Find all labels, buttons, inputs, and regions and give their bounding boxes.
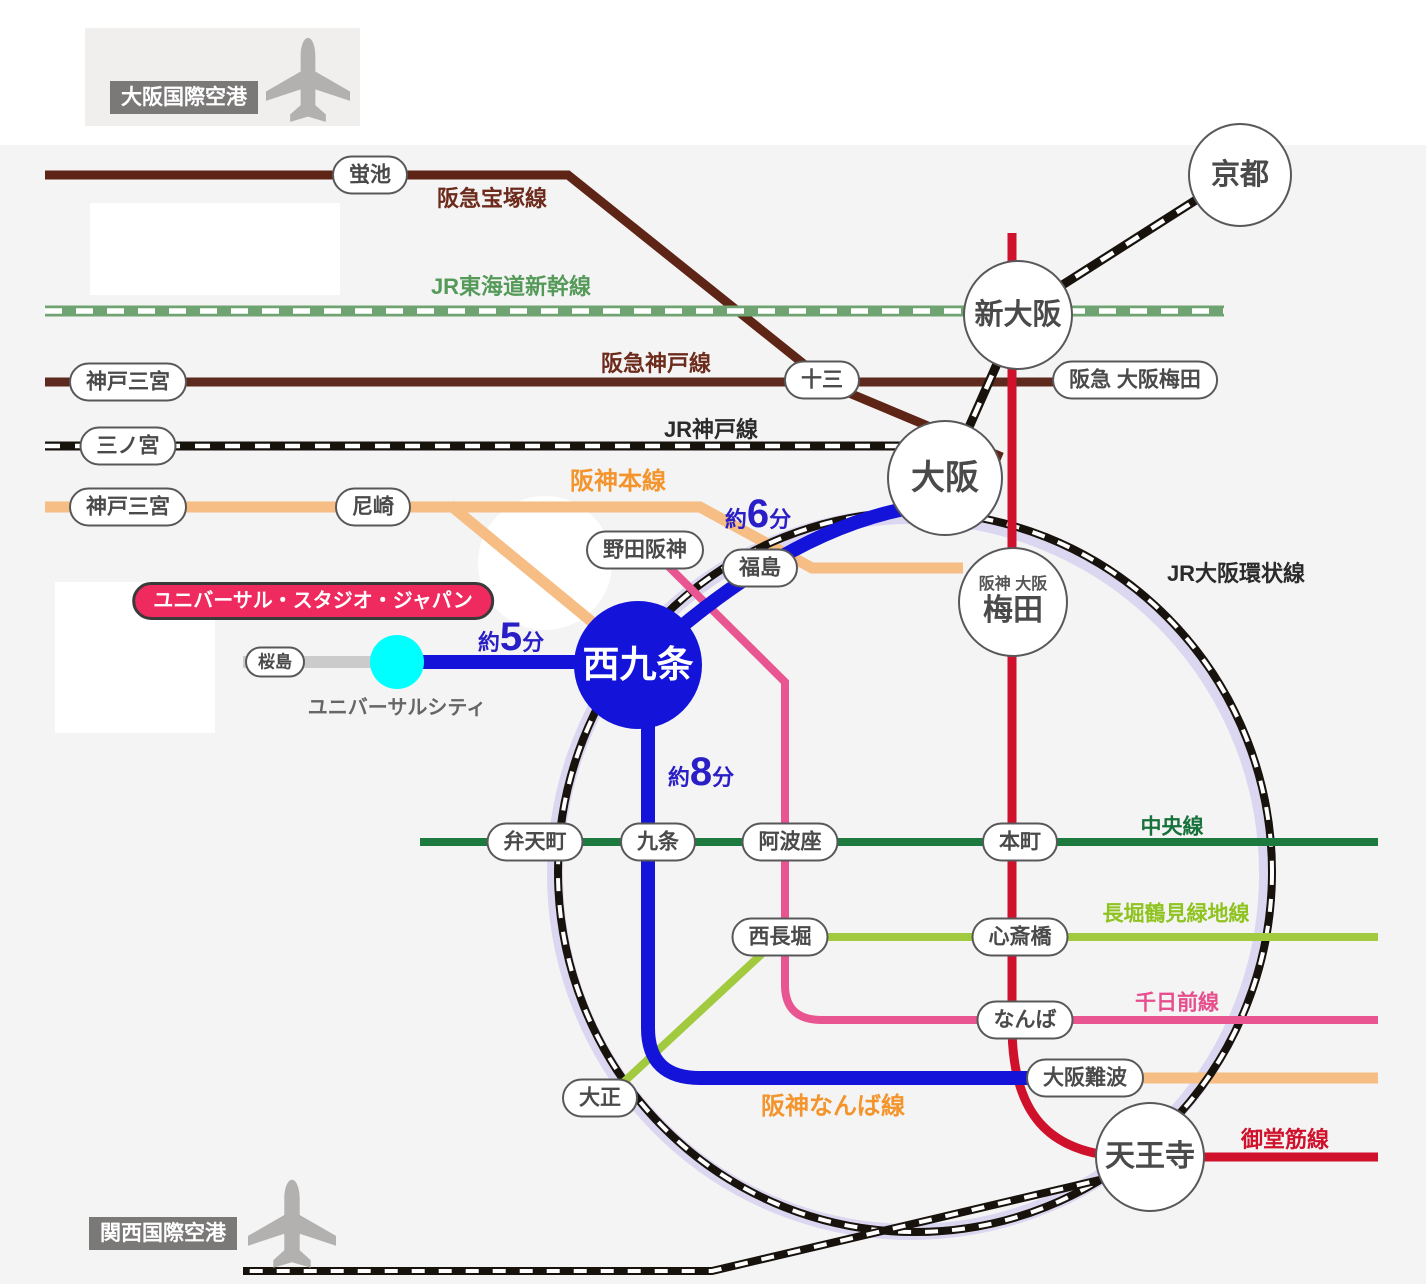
station-kobe-sannomiya-hankyu: 神戸三宮 — [69, 362, 187, 402]
station-fukushima: 福島 — [722, 548, 798, 588]
line-label-jr-kobe-line: JR神戸線 — [663, 417, 759, 442]
travel-time-prefix: 約 — [667, 765, 690, 790]
station-label-hanshin-osaka-umeda: 梅田 — [983, 594, 1043, 628]
hankyu-takarazuka-line-path — [45, 170, 1004, 462]
kansai-airport-badge: 関西国際空港 — [89, 1217, 237, 1250]
line-label-nagahori-tsurumi-ryokuchi-line: 長堀鶴見緑地線 — [1102, 902, 1250, 926]
station-awaza: 阿波座 — [741, 822, 839, 862]
sennichimae-line-path — [655, 553, 1378, 1024]
travel-time-time-to-namba: 約8分 — [668, 752, 734, 792]
airplane-icon — [266, 37, 350, 122]
station-tennoji: 天王寺 — [1095, 1102, 1205, 1212]
kansai-airport-line-dashes — [243, 1168, 1143, 1273]
station-hotarugaike: 蛍池 — [332, 155, 408, 195]
travel-time-minutes: 6 — [746, 492, 770, 536]
station-bentencho: 弁天町 — [486, 822, 584, 862]
station-juso: 十三 — [784, 360, 860, 400]
station-kyoto: 京都 — [1188, 123, 1292, 227]
white-circle-decor — [478, 496, 612, 630]
station-kobe-sannomiya-hanshin: 神戸三宮 — [69, 487, 187, 527]
station-noda-hanshin: 野田阪神 — [586, 530, 704, 570]
station-hankyu-osaka-umeda: 阪急 大阪梅田 — [1052, 360, 1218, 400]
osaka-airport-badge: 大阪国際空港 — [110, 81, 258, 114]
line-label-jr-osaka-loop-line: JR大阪環状線 — [1166, 561, 1306, 586]
white-box-upper-left — [90, 203, 340, 295]
station-shinsaibashi: 心斎橋 — [971, 917, 1069, 957]
travel-time-suffix: 分 — [769, 507, 792, 532]
station-nishinagahori: 西長堀 — [731, 917, 829, 957]
jr-osaka-loop-line-dashes — [556, 510, 1274, 1234]
travel-time-prefix: 約 — [477, 630, 500, 655]
station-shin-osaka: 新大阪 — [963, 260, 1073, 370]
station-amagasaki: 尼崎 — [335, 487, 411, 527]
station-sannomiya-jr: 三ノ宮 — [79, 426, 177, 466]
station-osaka: 大阪 — [887, 420, 1003, 536]
station-nishikujo: 西九条 — [574, 601, 702, 729]
travel-time-time-to-osaka: 約6分 — [725, 494, 791, 534]
travel-time-time-to-universal-city: 約5分 — [478, 617, 544, 657]
station-taisho: 大正 — [562, 1078, 638, 1118]
line-label-midosuji-line: 御堂筋線 — [1240, 1127, 1330, 1152]
universal-city-station-dot — [370, 635, 424, 689]
line-label-jr-tokaido-shinkansen: JR東海道新幹線 — [430, 274, 592, 299]
usj-badge: ユニバーサル・スタジオ・ジャパン — [132, 582, 494, 620]
line-label-universal-city: ユニバーサルシティ — [307, 697, 487, 719]
station-hanshin-osaka-umeda: 阪神 大阪梅田 — [958, 547, 1068, 657]
station-kujo: 九条 — [620, 822, 696, 862]
line-label-hankyu-takarazuka-line: 阪急宝塚線 — [436, 186, 548, 211]
line-label-chuo-line: 中央線 — [1140, 815, 1204, 839]
line-label-hanshin-main-line: 阪神本線 — [570, 468, 666, 495]
station-sakurajima: 桜島 — [245, 646, 305, 678]
line-label-hanshin-namba-line: 阪神なんば線 — [761, 1093, 905, 1120]
travel-time-suffix: 分 — [712, 765, 735, 790]
travel-time-suffix: 分 — [522, 630, 545, 655]
travel-time-minutes: 5 — [499, 615, 523, 659]
station-osaka-namba: 大阪難波 — [1026, 1058, 1144, 1098]
airplane-icon — [248, 1179, 336, 1268]
travel-time-minutes: 8 — [689, 750, 713, 794]
line-label-sennichimae-line: 千日前線 — [1135, 991, 1219, 1015]
line-label-hankyu-kobe-line: 阪急神戸線 — [600, 351, 712, 376]
station-sublabel-hanshin-osaka-umeda: 阪神 大阪 — [978, 576, 1048, 594]
station-hommachi: 本町 — [982, 822, 1058, 862]
travel-time-prefix: 約 — [724, 507, 747, 532]
station-namba: なんば — [976, 1000, 1074, 1040]
route-nishikujo-to-osaka-namba — [641, 665, 1058, 1085]
